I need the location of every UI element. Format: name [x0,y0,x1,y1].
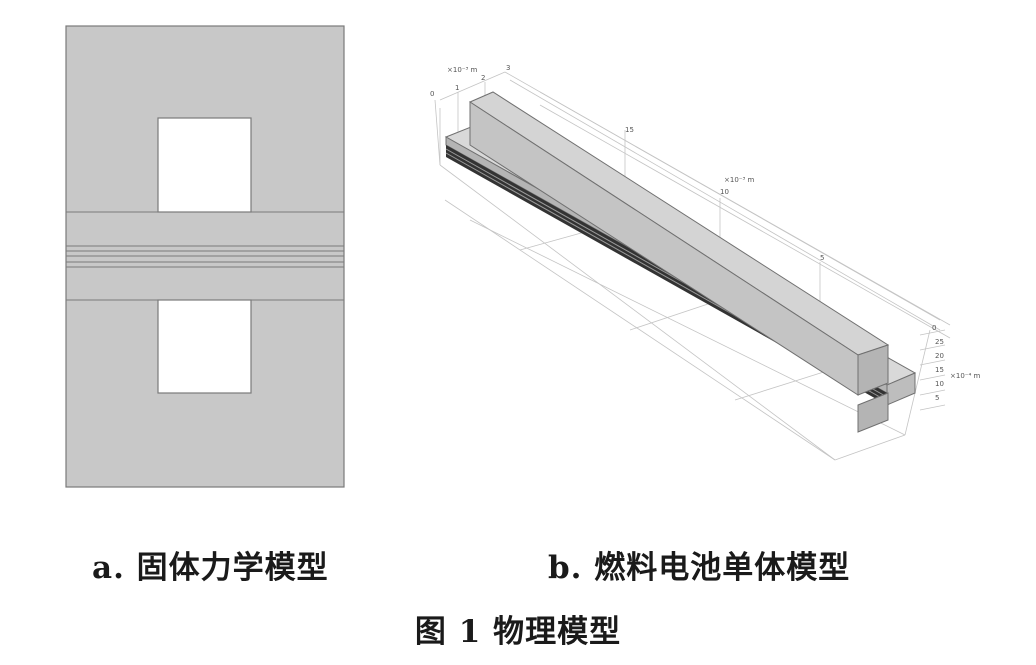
right-axis-tick: 10 [935,380,944,388]
caption-a: a. 固体力学模型 [92,550,329,586]
long-axis-tick: 10 [720,188,729,196]
right-axis-unit: ×10⁻⁴ m [950,372,980,380]
long-axis-labels: 15 ×10⁻³ m 10 5 [625,126,824,262]
lower-window [157,299,252,394]
cell-layer-lines [66,211,344,301]
top-axis-labels: ×10⁻³ m 0 1 2 3 [430,64,510,98]
right-axis-tick: 0 [932,324,936,332]
caption-b: b. 燃料电池单体模型 [548,550,851,586]
right-axis-tick: 20 [935,352,944,360]
right-axis-tick: 15 [935,366,944,374]
figure-title: 图 1 物理模型 [414,614,622,650]
solid-mechanics-model-diagram [65,25,345,488]
top-axis-tick: 1 [455,84,459,92]
long-axis-tick: 15 [625,126,634,134]
long-axis-unit: ×10⁻³ m [724,176,754,184]
top-axis-tick: 0 [430,90,434,98]
long-axis-tick: 5 [820,254,824,262]
top-axis-tick: 2 [481,74,485,82]
right-axis-labels: 0 25 20 15 ×10⁻⁴ m 10 5 [932,324,980,402]
axis-grid [434,71,951,461]
top-axis-tick: 3 [506,64,510,72]
lower-rib-end [857,392,889,433]
upper-window [157,117,252,213]
upper-rib [468,91,890,396]
top-axis-unit: ×10⁻³ m [447,66,477,74]
right-axis-tick: 25 [935,338,944,346]
fuel-cell-model-diagram: ×10⁻³ m 0 1 2 3 15 ×10⁻³ m 10 5 0 25 20 … [430,64,980,461]
right-axis-tick: 5 [935,394,939,402]
